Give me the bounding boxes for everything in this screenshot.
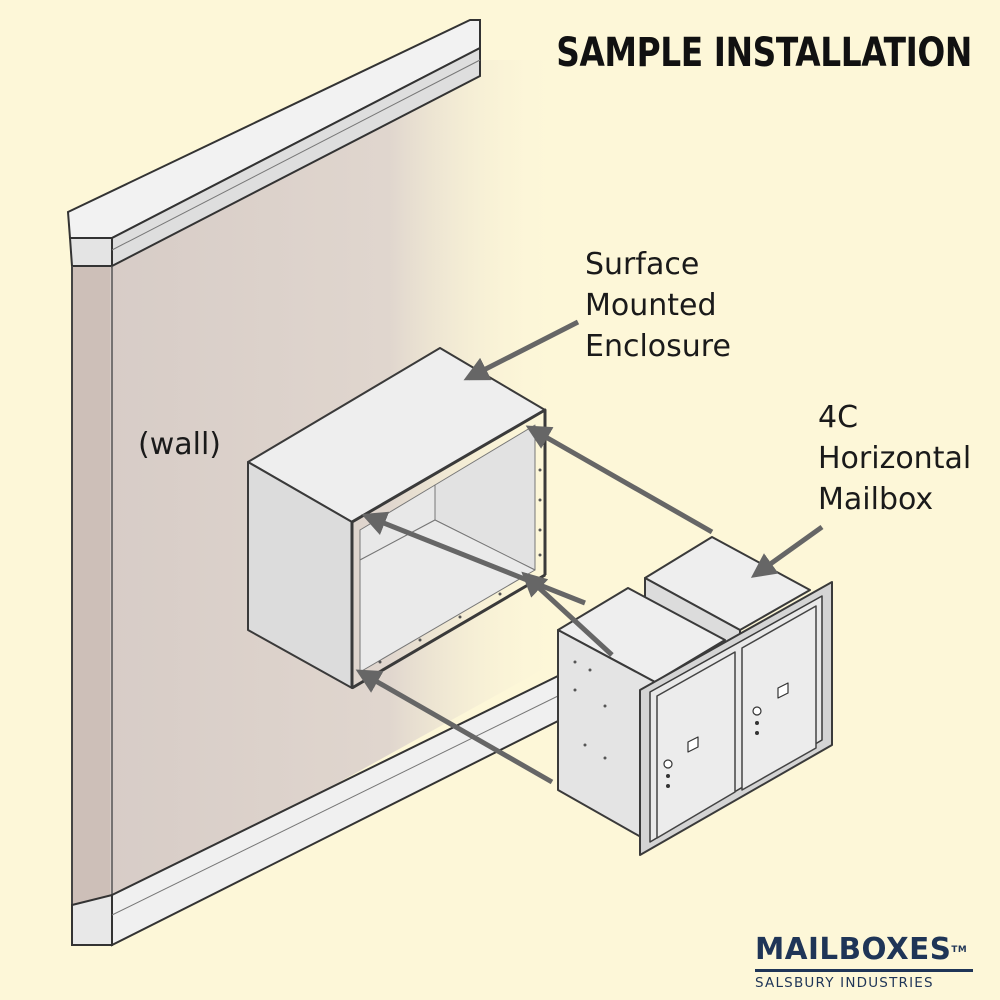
logo-divider [755,969,973,972]
leader-arrows [355,319,824,785]
top-left-install-arrow [361,511,586,606]
brand-logo: MAILBOXESTM SALSBURY INDUSTRIES [755,934,977,991]
surface-mounted-enclosure [247,347,547,690]
4c-horizontal-mailbox [557,536,833,856]
mailbox-label: 4C Horizontal Mailbox [818,397,971,520]
bottom-left-install-arrow [355,669,554,785]
logo-wordmark: MAILBOXESTM [755,934,973,966]
logo-subtitle: SALSBURY INDUSTRIES [755,975,934,991]
mailbox-leader-arrow [750,524,824,578]
enclosure-label-line: Surface [585,247,700,282]
enclosure-label-line: Enclosure [585,329,731,364]
top-right-install-arrow [525,425,714,535]
mailbox-label-line: Horizontal [818,441,972,476]
enclosure-label: Surface Mounted Enclosure [585,244,731,367]
logo-name: MAILBOXES [755,932,952,967]
enclosure-label-line: Mounted [585,288,717,323]
enclosure-leader-arrow [463,319,580,381]
wall-label: (wall) [138,427,221,462]
mailbox-label-line: Mailbox [818,482,934,517]
page-title: SAMPLE INSTALLATION [556,30,972,76]
logo-trademark: TM [951,945,968,955]
mailbox-label-line: 4C [818,400,859,435]
bottom-right-install-arrow [521,571,614,657]
